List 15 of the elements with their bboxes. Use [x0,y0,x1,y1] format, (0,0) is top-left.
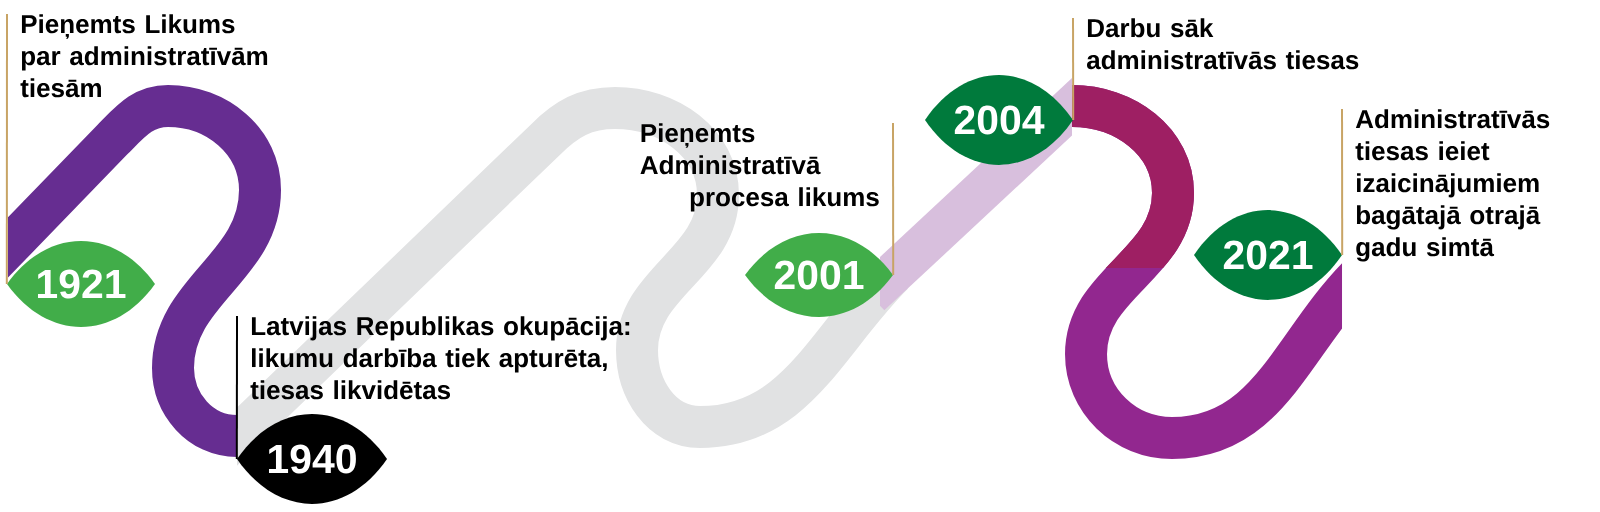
event-label: Pieņemts Likums par administratīvām tiesām [20,14,268,98]
year-leaf: 1940 [237,414,387,504]
leader-line [892,122,895,276]
year-leaf: 2004 [925,75,1073,165]
event-label: Administratīvās tiesas ieiet izaicinājumiem bagātajā otrajā gadu simtā [1355,109,1550,262]
event-label: Pieņemts Administratīvā procesa likums [640,123,879,212]
leader-line [1341,108,1344,256]
year-leaf: 2021 [1194,210,1342,300]
leader-line [235,315,238,460]
leader-line [5,13,8,285]
leader-line [1072,17,1075,121]
year-leaf: 1921 [7,241,155,327]
event-label: Darbu sāk administratīvās tiesas [1087,18,1359,70]
event-label: Latvijas Republikas okupācija: likumu darbība tiek apturēta, tiesas likvidētas [250,316,630,400]
year-leaf: 2001 [745,233,893,317]
